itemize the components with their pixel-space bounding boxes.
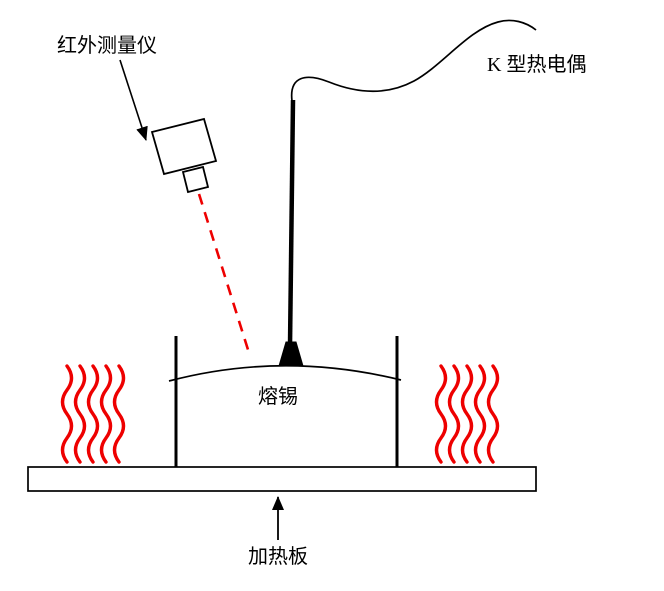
thermocouple-probe-rod bbox=[287, 99, 296, 347]
heat-wave-line bbox=[460, 364, 474, 464]
heat-wave-line bbox=[86, 364, 100, 464]
heat-wave-line bbox=[447, 364, 461, 464]
infrared-sightline-dashed bbox=[197, 193, 252, 357]
thermocouple-probe-tip bbox=[278, 341, 304, 367]
heat-waves-right bbox=[434, 364, 500, 464]
heat-waves-left bbox=[60, 364, 126, 464]
hot-plate bbox=[27, 466, 537, 492]
infrared-leader-arrow bbox=[119, 59, 148, 141]
heat-wave-line bbox=[112, 364, 126, 464]
thermocouple-wire bbox=[290, 19, 537, 102]
thermocouple-group: K 型热电偶 bbox=[278, 19, 586, 367]
solder-surface-curve bbox=[168, 364, 402, 382]
heat-wave-line bbox=[473, 364, 487, 464]
heat-wave-line bbox=[73, 364, 87, 464]
heat-wave-line bbox=[60, 364, 74, 464]
heating-plate-label: 加热板 bbox=[248, 545, 308, 568]
heat-wave-line bbox=[486, 364, 500, 464]
molten-tin-label: 熔锡 bbox=[258, 385, 298, 408]
infrared-meter-group: 红外测量仪 bbox=[57, 34, 252, 357]
infrared-meter-label: 红外测量仪 bbox=[57, 34, 157, 57]
infrared-camera-body bbox=[150, 117, 218, 176]
heating-plate-group: 加热板 bbox=[27, 466, 537, 568]
heat-wave-line bbox=[434, 364, 448, 464]
infrared-camera-lens bbox=[181, 165, 210, 194]
crucible-group: 熔锡 bbox=[168, 336, 402, 467]
thermocouple-label: K 型热电偶 bbox=[487, 53, 586, 76]
heat-wave-line bbox=[99, 364, 113, 464]
